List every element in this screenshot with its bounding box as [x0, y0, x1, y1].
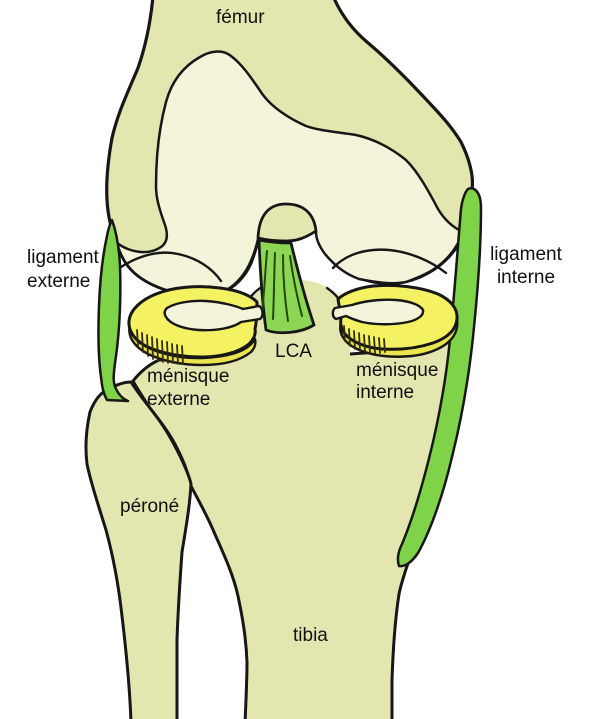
lateral-meniscus-hatch — [136, 329, 184, 365]
ligament-externe-shape — [97, 218, 130, 403]
label-menisque-interne-line1: ménisque — [356, 360, 439, 381]
femur-condyle-arc-left — [119, 251, 223, 283]
label-ligament-externe: ligament externe — [27, 246, 99, 294]
label-lca: LCA — [275, 341, 312, 362]
label-menisque-interne-line2: interne — [356, 382, 415, 403]
ligament-interne-shape — [396, 187, 483, 568]
femur-condyle-arc-right — [331, 248, 448, 275]
label-menisque-externe-line1: ménisque — [147, 366, 230, 387]
label-ligament-interne-line2: interne — [496, 267, 556, 288]
label-ligament-interne-line1: ligament — [490, 244, 562, 265]
medial-meniscus — [331, 283, 459, 358]
label-tibia: tibia — [293, 625, 328, 646]
lateral-meniscus — [127, 285, 264, 367]
femur-trochlea-bump — [256, 202, 318, 243]
medial-meniscus-hatch — [343, 325, 386, 354]
lateral-meniscus-hole — [163, 299, 264, 332]
label-femur: fémur — [216, 7, 265, 28]
label-perone: péroné — [120, 496, 180, 517]
label-ligament-externe-line1: ligament — [27, 247, 99, 268]
label-ligament-externe-line2: externe — [27, 271, 91, 292]
fibula-bone — [84, 380, 193, 719]
medial-meniscus-hole — [331, 298, 425, 326]
label-menisque-externe-line2: externe — [147, 389, 211, 410]
